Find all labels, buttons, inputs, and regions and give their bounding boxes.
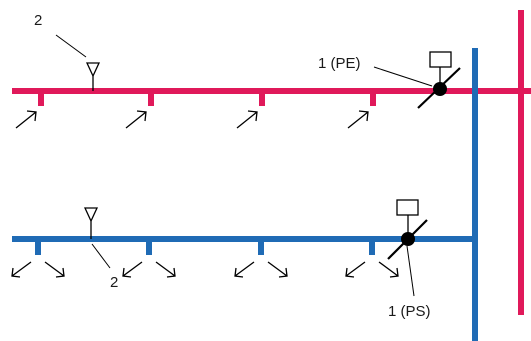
exhaust-arrow-icon bbox=[236, 110, 258, 129]
label-top-sensor: 2 bbox=[34, 12, 42, 29]
damper-icon bbox=[433, 82, 447, 96]
exhaust-grille-2 bbox=[125, 91, 154, 129]
exhaust-grille-4 bbox=[347, 91, 376, 129]
supply-diffuser-4 bbox=[345, 239, 399, 278]
exhaust-grille-3 bbox=[236, 91, 265, 129]
sensor-leader bbox=[55, 34, 87, 58]
supply-diffuser-arrow-icon bbox=[234, 261, 288, 278]
supply-damper bbox=[387, 199, 428, 297]
supply-diffuser-2 bbox=[122, 239, 176, 278]
label-exhaust-damper: 1 (PE) bbox=[318, 55, 361, 72]
sensor-icon bbox=[83, 207, 99, 223]
actuator-icon bbox=[396, 199, 419, 216]
exhaust-arrow-icon bbox=[125, 110, 147, 129]
supply-diffuser-arrow-icon bbox=[122, 261, 176, 278]
exhaust-sensor bbox=[55, 34, 101, 91]
exhaust-arrow-icon bbox=[347, 110, 369, 129]
supply-diffuser-3 bbox=[234, 239, 288, 278]
supply-sensor bbox=[83, 207, 111, 269]
damper-leader bbox=[373, 66, 433, 87]
exhaust-grille-1 bbox=[15, 91, 44, 129]
label-supply-damper: 1 (PS) bbox=[388, 303, 431, 320]
sensor-icon bbox=[85, 62, 101, 78]
supply-diffuser-arrow-icon bbox=[11, 261, 65, 278]
exhaust-system bbox=[12, 10, 531, 315]
supply-system bbox=[11, 48, 478, 341]
supply-diffuser-1 bbox=[11, 239, 65, 278]
exhaust-damper bbox=[373, 51, 461, 109]
damper-leader bbox=[406, 245, 415, 297]
label-bottom-sensor: 2 bbox=[110, 274, 118, 291]
actuator-icon bbox=[429, 51, 452, 68]
damper-icon bbox=[401, 232, 415, 246]
supply-diffuser-arrow-icon bbox=[345, 261, 399, 278]
exhaust-arrow-icon bbox=[15, 110, 37, 129]
sensor-leader bbox=[91, 243, 111, 269]
